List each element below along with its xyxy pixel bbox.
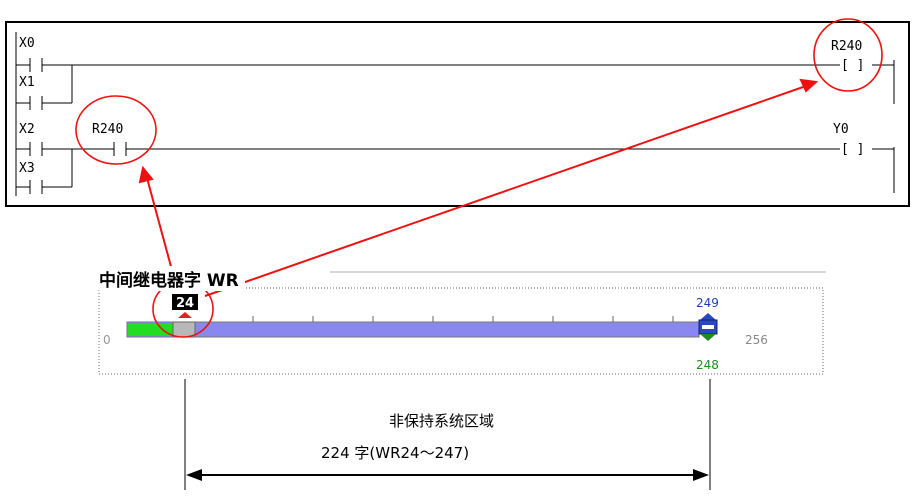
coil-y0-symbol: [ ] bbox=[841, 142, 864, 157]
contact-r240-label: R240 bbox=[92, 122, 123, 137]
arrow-head-to-coil bbox=[799, 78, 819, 93]
highlight-coil-r240 bbox=[813, 18, 883, 92]
range-bar-gray-slot bbox=[172, 321, 196, 338]
rung-1 bbox=[16, 58, 894, 72]
range-max-label: 256 bbox=[745, 333, 768, 347]
range-bar-blue bbox=[126, 321, 700, 338]
rung-2 bbox=[16, 142, 894, 156]
coil-r240-symbol: [ ] bbox=[841, 58, 864, 73]
contact-x1-label: X1 bbox=[19, 75, 35, 90]
contact-x0-label: X0 bbox=[19, 36, 35, 51]
range-min-label: 0 bbox=[103, 333, 111, 347]
highlight-contact-r240 bbox=[75, 95, 157, 165]
dimension-arrow-left bbox=[186, 469, 202, 481]
contact-x2-label: X2 bbox=[19, 122, 35, 137]
panel-title: 中间继电器字 WR bbox=[99, 266, 245, 291]
marker-value-label: 24 bbox=[176, 296, 194, 311]
branch-x3 bbox=[16, 149, 73, 194]
branch-x1 bbox=[16, 65, 73, 110]
upper-value-label: 249 bbox=[696, 296, 719, 310]
arrow-head-to-contact bbox=[138, 165, 154, 184]
lower-value-label: 248 bbox=[696, 358, 719, 372]
range-bar-ticks bbox=[252, 316, 674, 322]
dimension-lines bbox=[184, 379, 711, 490]
range-bar-green bbox=[128, 323, 173, 336]
annotation-line-2: 224 字(WR24～247) bbox=[321, 444, 470, 462]
dimension-arrow-right bbox=[693, 469, 709, 481]
slider-thumb-arrow[interactable] bbox=[178, 312, 192, 318]
right-end-marker[interactable] bbox=[698, 313, 718, 341]
marker-value-bg bbox=[172, 294, 198, 310]
coil-r240-label: R240 bbox=[831, 39, 862, 54]
annotation-line-1: 非保持系统区域 bbox=[389, 412, 495, 430]
contact-x3-label: X3 bbox=[19, 161, 35, 176]
coil-y0-label: Y0 bbox=[833, 122, 849, 137]
ladder-box bbox=[5, 21, 910, 207]
